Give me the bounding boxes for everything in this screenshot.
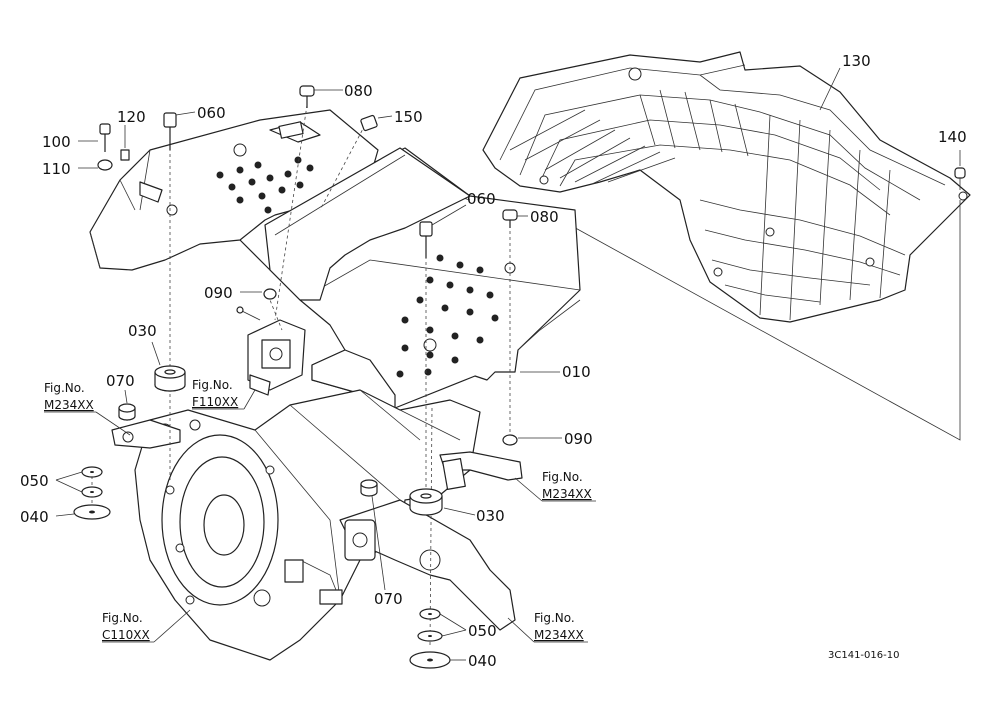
callout-110: 110: [42, 160, 71, 178]
callout-140: 140: [938, 128, 967, 146]
fig-ref-right-m234: Fig.No. M234XX: [514, 470, 596, 502]
left-floor-panel: [89, 109, 379, 271]
fig-ref-label: Fig.No.: [44, 381, 85, 395]
fig-ref-bottom-m234: Fig.No. M234XX: [507, 611, 588, 643]
floor-mat-130: 130: [482, 51, 971, 323]
fig-ref-label: Fig.No.: [542, 470, 583, 484]
rubber-mount-030-left: 030: [128, 322, 186, 392]
callout-080-right: 080: [530, 208, 559, 226]
nut-090-right: 090: [502, 430, 593, 448]
fig-ref-f110: Fig.No. F110XX: [192, 378, 256, 410]
fig-ref-label: Fig.No.: [534, 611, 575, 625]
plate-040-right: 040: [409, 651, 497, 670]
mount-bracket-left: [111, 419, 181, 449]
panel-hole-pattern: [396, 254, 516, 378]
bolt-080-right: 080: [502, 208, 559, 228]
fitting-150: 150: [360, 108, 423, 132]
callout-030-right: 030: [476, 507, 505, 525]
fig-ref-code: M234XX: [542, 487, 592, 501]
bolt-100: 100: [42, 123, 111, 152]
bolt-140: 140: [938, 128, 967, 190]
mount-bracket-right: [339, 499, 516, 631]
fig-ref-code: F110XX: [192, 395, 238, 409]
mat-alignment-line: [569, 200, 961, 441]
plate-040-left: 040: [20, 504, 111, 526]
document-id: 3C141-016-10: [828, 650, 899, 661]
left-panel-hole-pattern: [166, 143, 314, 216]
callout-030-left: 030: [128, 322, 157, 340]
callout-080-top: 080: [344, 82, 373, 100]
washers-050-left: 050: [20, 466, 103, 498]
fig-ref-code: C110XX: [102, 628, 150, 642]
fig-ref-code: M234XX: [534, 628, 584, 642]
callout-060-left: 060: [197, 104, 226, 122]
callout-040-left: 040: [20, 508, 49, 526]
callout-150: 150: [394, 108, 423, 126]
callout-010: 010: [562, 363, 591, 381]
fig-ref-label: Fig.No.: [102, 611, 143, 625]
bolt-080-top: 080: [299, 82, 373, 108]
fig-ref-left-m234: Fig.No. M234XX: [44, 381, 131, 436]
callout-090-left: 090: [204, 284, 233, 302]
fig-ref-code: M234XX: [44, 398, 94, 412]
fig-ref-label: Fig.No.: [192, 378, 233, 392]
cap-070-right: 070: [360, 479, 403, 608]
tunnel-cover: [264, 147, 471, 301]
mount-bracket-upper: [439, 451, 523, 490]
callout-070-right: 070: [374, 590, 403, 608]
callout-040-right: 040: [468, 652, 497, 670]
callout-130: 130: [842, 52, 871, 70]
washer-110: 110: [42, 159, 113, 178]
callout-120: 120: [117, 108, 146, 126]
callout-090-right: 090: [564, 430, 593, 448]
callout-050-left: 050: [20, 472, 49, 490]
valve-assembly: [236, 306, 306, 396]
washers-050-right: 050: [417, 608, 497, 642]
callout-070-left: 070: [106, 372, 135, 390]
callout-100: 100: [42, 133, 71, 151]
rubber-mount-030-right: 030: [409, 488, 505, 525]
fig-ref-c110: Fig.No. C110XX: [102, 609, 191, 643]
bolt-060-left: 060: [163, 104, 226, 150]
nut-090-left: 090: [204, 284, 277, 302]
callout-060-right: 060: [467, 190, 496, 208]
bolt-060-right: 060: [419, 190, 496, 258]
clip-120: 120: [117, 108, 146, 161]
cap-070-left: 070: [106, 372, 136, 421]
transmission-housing: [134, 389, 481, 661]
callout-050-right: 050: [468, 622, 497, 640]
